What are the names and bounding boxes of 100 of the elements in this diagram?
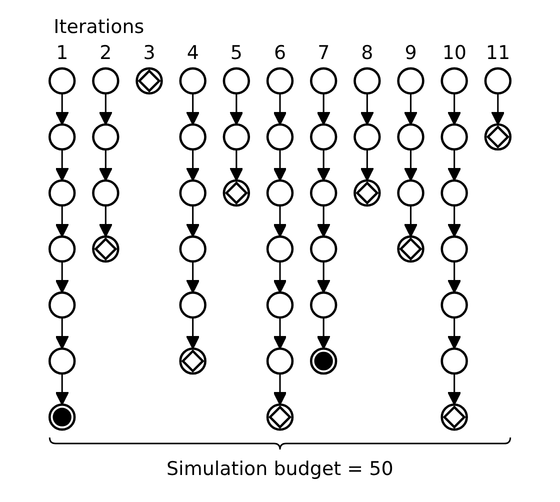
node-circle xyxy=(310,123,338,151)
node-diamond xyxy=(138,69,161,93)
arrow xyxy=(273,374,287,406)
arrow xyxy=(273,93,287,126)
arrow xyxy=(316,261,330,294)
node-circle xyxy=(266,347,294,375)
arrow xyxy=(55,374,69,406)
node-circle xyxy=(440,291,468,319)
node-circle xyxy=(92,123,120,151)
arrow xyxy=(230,93,244,126)
node-diamond xyxy=(224,181,248,205)
arrow xyxy=(404,93,418,126)
node-circle xyxy=(310,179,338,207)
node-circle xyxy=(48,235,76,263)
arrow xyxy=(186,93,200,126)
node-circle xyxy=(179,235,206,263)
node-circle xyxy=(48,291,76,319)
node-diamond xyxy=(268,405,292,429)
arrow xyxy=(55,261,69,294)
column-number: 8 xyxy=(361,44,374,64)
column-number: 5 xyxy=(230,44,242,64)
column-number: 2 xyxy=(100,44,112,64)
arrow xyxy=(447,205,462,238)
node-circle xyxy=(310,291,338,319)
budget-note: Simulation budget = 50 xyxy=(166,460,394,479)
arrow xyxy=(491,93,505,126)
node-circle xyxy=(266,235,294,263)
arrow xyxy=(55,93,69,126)
node-dot xyxy=(310,347,338,375)
arrow xyxy=(404,149,418,182)
arrow xyxy=(316,205,330,238)
arrow xyxy=(447,93,462,126)
column-number: 7 xyxy=(318,44,330,64)
arrow xyxy=(316,317,330,350)
arrow xyxy=(55,149,69,182)
node-circle xyxy=(354,123,381,151)
axis-title: Iterations xyxy=(54,18,144,38)
node-diamond xyxy=(94,237,118,261)
node-circle xyxy=(222,123,250,151)
node-diamond xyxy=(181,349,204,373)
node-circle xyxy=(354,67,381,95)
arrow xyxy=(273,317,287,350)
arrow xyxy=(316,93,330,126)
arrow xyxy=(447,317,462,350)
arrow xyxy=(273,205,287,238)
arrow xyxy=(447,149,462,182)
node-circle xyxy=(179,179,206,207)
node-diamond xyxy=(399,237,422,261)
column-number: 1 xyxy=(56,44,68,64)
arrow xyxy=(98,149,113,182)
node-circle xyxy=(310,67,338,95)
node-circle xyxy=(179,291,206,319)
node-circle xyxy=(266,291,294,319)
arrow xyxy=(55,205,69,238)
arrow xyxy=(55,317,69,350)
node-circle xyxy=(397,179,424,207)
arrow xyxy=(273,261,287,294)
node-circle xyxy=(179,67,206,95)
node-circle xyxy=(440,123,468,151)
node-circle xyxy=(266,179,294,207)
arrow xyxy=(360,149,374,182)
node-circle xyxy=(222,67,250,95)
arrow xyxy=(360,93,374,126)
node-diamond xyxy=(356,181,379,205)
node-diamond xyxy=(486,125,510,149)
node-circle xyxy=(310,235,338,263)
node-circle xyxy=(397,123,424,151)
arrow xyxy=(447,374,462,406)
arrow xyxy=(273,149,287,182)
node-circle xyxy=(397,67,424,95)
node-circle xyxy=(48,179,76,207)
column-number: 11 xyxy=(486,44,510,64)
arrow xyxy=(230,149,244,182)
node-circle xyxy=(440,235,468,263)
column-number: 9 xyxy=(404,44,417,64)
column-number: 4 xyxy=(186,44,199,64)
arrow xyxy=(186,205,200,238)
column-number: 10 xyxy=(442,44,466,64)
column-number: 3 xyxy=(143,44,156,64)
node-circle xyxy=(440,179,468,207)
node-circle xyxy=(92,67,120,95)
node-circle xyxy=(484,67,512,95)
arrow xyxy=(186,317,200,350)
node-circle xyxy=(266,123,294,151)
node-circle xyxy=(92,179,120,207)
arrow xyxy=(98,93,113,126)
node-circle xyxy=(179,123,206,151)
arrow xyxy=(316,149,330,182)
arrow xyxy=(186,149,200,182)
node-diamond xyxy=(442,405,466,429)
node-circle xyxy=(266,67,294,95)
node-circle xyxy=(48,347,76,375)
arrow xyxy=(98,205,113,238)
node-circle xyxy=(440,67,468,95)
node-circle xyxy=(48,123,76,151)
node-circle xyxy=(48,67,76,95)
node-dot xyxy=(48,403,76,431)
arrow xyxy=(404,205,418,238)
node-circle xyxy=(440,347,468,375)
arrow xyxy=(447,261,462,294)
